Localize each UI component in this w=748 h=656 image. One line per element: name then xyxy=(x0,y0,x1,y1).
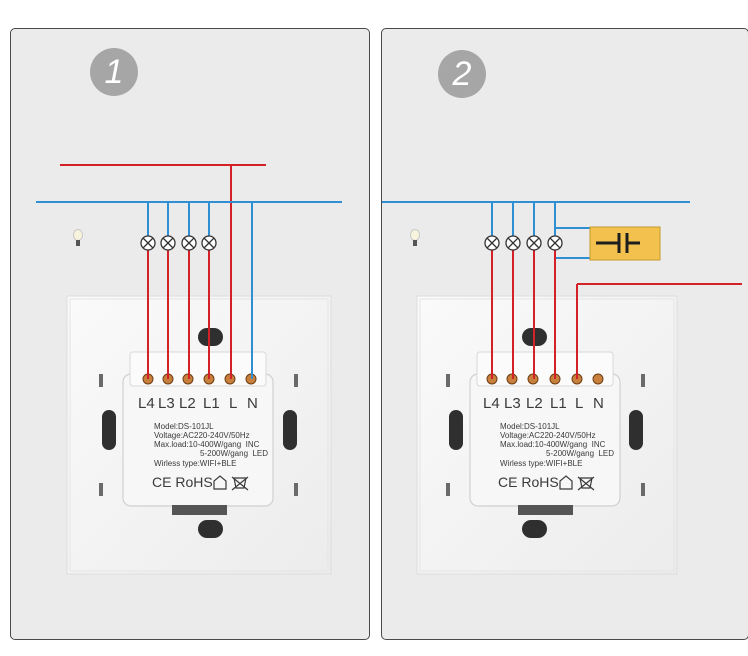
bulb-icon-2 xyxy=(410,229,420,246)
label-led-2: 5-200W/gang LED xyxy=(546,449,615,458)
label-maxload-1: Max.load:10-400W/gang INC xyxy=(154,440,260,449)
terminal-label-l1-2: L1 xyxy=(550,395,567,412)
label-model-2: Model:DS-101JL xyxy=(500,422,560,431)
step-number-1: 1 xyxy=(90,48,138,96)
step-number-2: 2 xyxy=(438,50,486,98)
lamp-symbols-2 xyxy=(484,235,563,251)
terminal-label-n-2: N xyxy=(593,395,604,412)
terminal-label-l3-2: L3 xyxy=(504,395,521,412)
label-led-1: 5-200W/gang LED xyxy=(200,449,269,458)
label-model-1: Model:DS-101JL xyxy=(154,422,214,431)
label-voltage-1: Voltage:AC220-240V/50Hz xyxy=(154,431,250,440)
terminal-label-l4-2: L4 xyxy=(483,395,500,412)
terminal-label-l2-2: L2 xyxy=(526,395,543,412)
label-wireless-2: Wirless type:WIFI+BLE xyxy=(500,459,583,468)
terminal-label-l4: L4 xyxy=(138,395,155,412)
terminal-label-n: N xyxy=(247,395,258,412)
label-voltage-2: Voltage:AC220-240V/50Hz xyxy=(500,431,596,440)
terminal-label-l1: L1 xyxy=(203,395,220,412)
label-wireless-1: Wirless type:WIFI+BLE xyxy=(154,459,237,468)
bulb-icon-1 xyxy=(73,229,83,246)
terminal-label-l2: L2 xyxy=(179,395,196,412)
label-maxload-2: Max.load:10-400W/gang INC xyxy=(500,440,606,449)
cert-icons-1 xyxy=(213,475,249,491)
capacitor-icon xyxy=(589,226,661,261)
terminal-label-l-2: L xyxy=(575,395,584,412)
lamp-symbols-1 xyxy=(140,235,217,251)
cert-icons-2 xyxy=(559,475,595,491)
label-marks-1: CE RoHS xyxy=(152,474,213,490)
terminal-label-l: L xyxy=(229,395,238,412)
label-marks-2: CE RoHS xyxy=(498,474,559,490)
terminal-label-l3: L3 xyxy=(158,395,175,412)
